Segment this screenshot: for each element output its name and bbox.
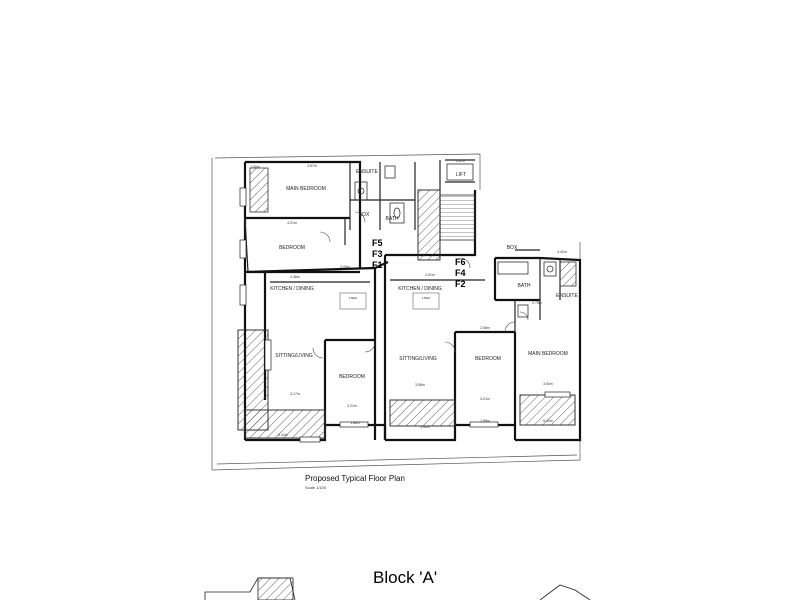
bedroom-right-label: BEDROOM — [475, 356, 501, 362]
dim-label: 4.51m — [425, 273, 435, 277]
sitting-left-label: SITTING/LIVING — [275, 353, 313, 359]
ensuite-left-label: ENSUITE — [356, 169, 378, 175]
bath-right-label: BATH — [518, 283, 531, 289]
kitchen-right-label: KITCHEN / DINING — [398, 286, 442, 292]
flat-f6-label: F6 — [455, 257, 466, 267]
dim-label: 4.36m — [290, 275, 300, 279]
dim-label: 1.88m — [350, 421, 360, 425]
plan-scale: Scale 1/100 — [305, 485, 327, 490]
block-label: Block 'A' — [373, 568, 438, 587]
flat-f4-label: F4 — [455, 268, 466, 278]
plan-title: Proposed Typical Floor Plan — [305, 474, 405, 483]
bath-left-label: BATH — [386, 216, 399, 222]
dim-label: 2.93m — [340, 265, 350, 269]
bottom-elevation-fragment — [204, 577, 591, 600]
interior-walls — [244, 159, 561, 332]
dim-label: 5.42m — [278, 433, 288, 437]
fixtures — [354, 165, 557, 318]
dim-label: 3.21m — [480, 397, 490, 401]
dim-label: 4.21m — [287, 221, 297, 225]
main-bedroom-left-label: MAIN BEDROOM — [286, 186, 326, 192]
stair-core — [417, 163, 476, 261]
sitting-right-label: SITTING/LIVING — [399, 356, 437, 362]
dim-label: 4.87m — [307, 164, 317, 168]
bedroom-left-label: BEDROOM — [279, 245, 305, 251]
flat-numbers-left: F5 F3 F1 — [372, 238, 383, 270]
ensuite-right-label: ENSUITE — [556, 293, 578, 299]
dim-label: 3.21m — [347, 404, 357, 408]
windows — [239, 187, 571, 443]
flat-numbers-right: F6 F4 F2 — [455, 257, 466, 289]
dim-label: 2.75m — [532, 301, 542, 305]
lift-label: LIFT — [456, 172, 466, 178]
flat-f2-label: F2 — [455, 279, 466, 289]
dim-label: 1.50m — [250, 165, 260, 169]
dim-label: 3.96m — [420, 425, 430, 429]
dim-label: 3.42m — [557, 250, 567, 254]
box-left-label: BOX — [359, 212, 370, 218]
dim-label: 2.58m — [480, 326, 490, 330]
dim-label: 1.88m — [480, 419, 490, 423]
dim-label: 3.17m — [290, 392, 300, 396]
room-labels: MAIN BEDROOM ENSUITE BOX BATH LIFT BEDRO… — [270, 169, 578, 380]
dim-label: 3.50m — [543, 382, 553, 386]
dimension-labels: 1.50m 4.87m 1.50m 4.21m 4.36m 2.93m 4.51… — [250, 159, 567, 437]
bedroom-mid-left-label: BEDROOM — [339, 374, 365, 380]
box-right-label: BOX — [507, 245, 518, 251]
area-note-left: 2 BED — [349, 296, 359, 300]
flat-f3-label: F3 — [372, 249, 383, 259]
dim-label: 5.42m — [543, 419, 553, 423]
door-swings — [312, 211, 529, 359]
kitchen-left-label: KITCHEN / DINING — [270, 286, 314, 292]
area-note-right: 2 BED — [422, 296, 432, 300]
flat-f5-label: F5 — [372, 238, 383, 248]
main-bedroom-right-label: MAIN BEDROOM — [528, 351, 568, 357]
area-notes: 2 BED 2 BED — [339, 292, 440, 310]
dim-label: 3.58m — [415, 383, 425, 387]
dim-label: 1.50m — [455, 159, 465, 163]
flat-f1-label: F1 — [372, 260, 383, 270]
balconies — [237, 167, 577, 439]
